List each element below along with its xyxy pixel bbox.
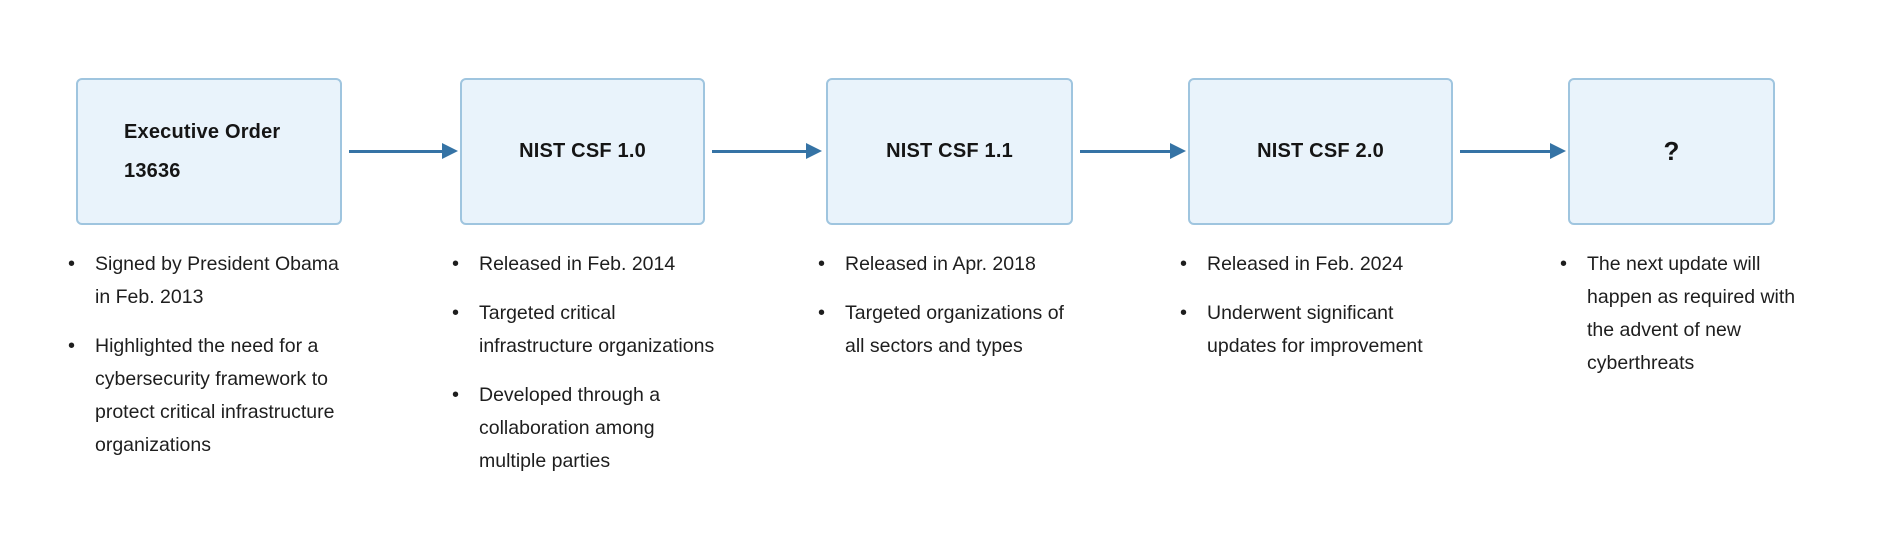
stage-title: Executive Order 13636 [124, 120, 281, 182]
stage-box-executive-order-13636: Executive Order 13636 [76, 78, 342, 225]
stage-title: ? [1663, 136, 1680, 166]
stage-box-nist-csf-1-0: NIST CSF 1.0 [460, 78, 705, 225]
arrow-line [1460, 149, 1550, 153]
stage-bullet: The next update will happen as required … [1556, 248, 1878, 380]
stage-title: NIST CSF 1.1 [886, 140, 1013, 162]
stage-box-nist-csf-1-1: NIST CSF 1.1 [826, 78, 1073, 225]
arrow-head-icon [806, 143, 822, 159]
arrow-line [712, 149, 806, 153]
arrow-line [349, 149, 442, 153]
stage-bullets-nist-csf-1-1: Released in Apr. 2018 Targeted organizat… [814, 248, 1159, 379]
flow-arrow-1 [349, 143, 458, 159]
arrow-head-icon [442, 143, 458, 159]
arrow-line [1080, 149, 1170, 153]
stage-title: NIST CSF 1.0 [519, 140, 646, 162]
stage-bullet: Targeted critical infrastructure organiz… [448, 297, 793, 363]
stage-bullet: Highlighted the need for a cybersecurity… [64, 330, 409, 462]
stage-bullet: Released in Feb. 2014 [448, 248, 793, 281]
stage-title: NIST CSF 2.0 [1257, 140, 1384, 162]
stage-bullets-nist-csf-2-0: Released in Feb. 2024 Underwent signific… [1176, 248, 1521, 379]
stage-bullet: Targeted organizations of all sectors an… [814, 297, 1159, 363]
stage-bullet: Released in Apr. 2018 [814, 248, 1159, 281]
flow-arrow-3 [1080, 143, 1186, 159]
stage-bullet: Underwent significant updates for improv… [1176, 297, 1521, 363]
flow-arrow-2 [712, 143, 822, 159]
stage-bullet: Signed by President Obama in Feb. 2013 [64, 248, 409, 314]
arrow-head-icon [1550, 143, 1566, 159]
stage-bullet: Developed through a collaboration among … [448, 379, 793, 478]
stage-bullet: Released in Feb. 2024 [1176, 248, 1521, 281]
stage-bullets-executive-order-13636: Signed by President Obama in Feb. 2013 H… [64, 248, 409, 478]
stage-bullets-nist-csf-1-0: Released in Feb. 2014 Targeted critical … [448, 248, 793, 494]
stage-box-nist-csf-2-0: NIST CSF 2.0 [1188, 78, 1453, 225]
flow-arrow-4 [1460, 143, 1566, 159]
arrow-head-icon [1170, 143, 1186, 159]
stage-bullets-future-update: The next update will happen as required … [1556, 248, 1878, 396]
stage-box-future-update: ? [1568, 78, 1775, 225]
